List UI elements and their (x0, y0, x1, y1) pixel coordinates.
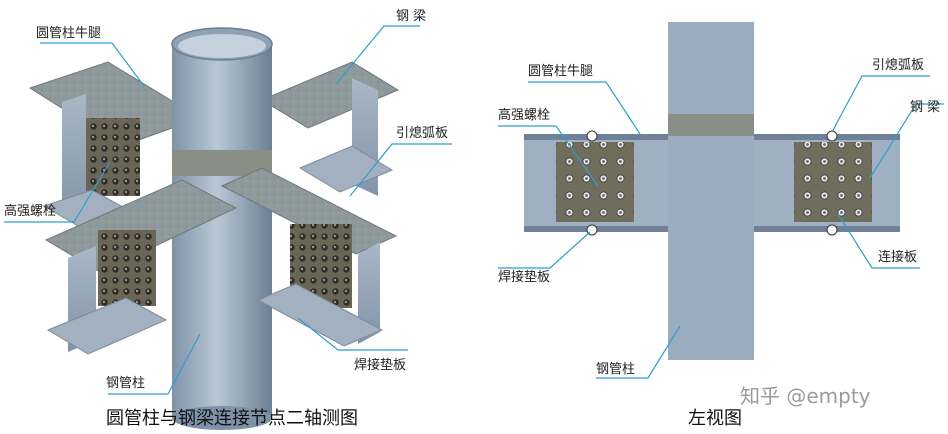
callout-line-r-connection (837, 213, 920, 269)
weld-marker-left-top (586, 130, 598, 142)
callout-line-r-beam (869, 103, 944, 179)
weld-marker-right-bottom (826, 224, 838, 236)
label-steel-beam-left: 钢 梁 (396, 9, 427, 24)
label-steel-tube-column-left: 钢管柱 (106, 376, 146, 391)
beam-web-se (358, 242, 380, 344)
column-top-opening (178, 34, 266, 58)
weld-marker-right-top (826, 130, 838, 142)
axonometric-view (4, 25, 452, 430)
watermark: 知乎 @empty (740, 384, 871, 408)
callout-line-r-weld-arc (831, 75, 930, 133)
label-steel-beam-right: 钢 梁 (910, 100, 941, 115)
column-bottom (172, 406, 272, 430)
elevation-column (668, 22, 754, 360)
elevation-bolts-right (794, 142, 872, 222)
callout-line-backing (297, 317, 408, 351)
label-corbel-right: 圆管柱牛腿 (528, 64, 594, 79)
caption-left-view: 左视图 (688, 408, 742, 429)
beam-top-flange-ne (260, 61, 400, 129)
caption-axonometric: 圆管柱与钢梁连接节点二轴测图 (106, 408, 358, 429)
callout-line-weld-arc (349, 143, 452, 197)
bolt-group-sw (98, 230, 156, 306)
callout-line-hs-bolt (4, 161, 111, 223)
label-steel-tube-column-right: 钢管柱 (596, 362, 636, 377)
label-connection-plate-right: 连接板 (878, 250, 918, 265)
callout-line-column (108, 333, 201, 395)
bolt-group-nw (86, 118, 140, 196)
callout-line-r-corbel (528, 81, 641, 135)
callout-line-r-hs-bolt (498, 125, 599, 187)
label-corbel-left: 圆管柱牛腿 (36, 26, 102, 41)
label-weld-arc-plate-left: 引熄弧板 (396, 126, 449, 141)
label-hs-bolt-left: 高强螺栓 (4, 204, 57, 219)
callout-line-corbel (40, 42, 145, 87)
callout-line-r-backing (498, 231, 591, 269)
elevation-weld-band (668, 114, 754, 136)
label-weld-arc-plate-right: 引熄弧板 (872, 58, 925, 73)
callout-lines-right (498, 75, 944, 379)
elevation-view (498, 22, 944, 379)
label-weld-backing-plate-left: 焊接垫板 (354, 358, 407, 373)
beam-bottom-flange-se (256, 283, 384, 347)
callout-line-steel-beam (335, 25, 420, 85)
label-hs-bolt-right: 高强螺栓 (498, 108, 551, 123)
beam-web-nw (62, 94, 86, 218)
beam-bottom-flange-sw (46, 297, 168, 355)
label-weld-backing-plate-right: 焊接垫板 (498, 270, 551, 285)
callout-lines-left (4, 25, 452, 395)
beam-bottom-flange-ne (298, 145, 394, 193)
callout-line-r-column (596, 325, 681, 379)
